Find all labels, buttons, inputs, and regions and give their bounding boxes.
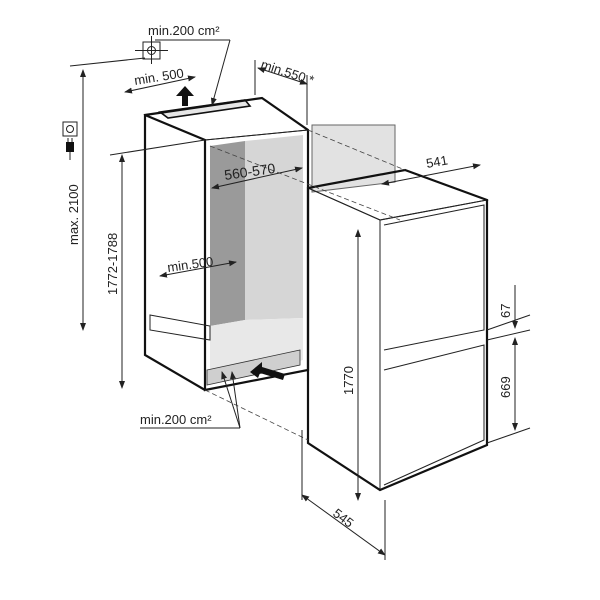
niche-height-label: 1772-1788 <box>105 233 120 295</box>
max-height-label: max. 2100 <box>66 184 81 245</box>
plug-icon <box>66 138 74 160</box>
bottom-depth-label: min.500 <box>166 254 214 275</box>
bottom-vent-label: min.200 cm² <box>140 412 212 427</box>
niche-cabinet <box>143 96 310 392</box>
gap-label: 67 <box>498 304 513 318</box>
airflow-up-arrow-icon <box>176 86 194 106</box>
appliance-height-label: 1770 <box>341 366 356 395</box>
niche-width-label: 560-570 <box>223 160 276 183</box>
airflow-in-arrow-icon <box>250 362 285 380</box>
appliance-depth-label: 545 <box>330 505 356 530</box>
door-clearance-label: min.550 * <box>259 57 316 88</box>
top-vent-label: min.200 cm² <box>148 23 220 38</box>
socket-icon <box>62 121 78 137</box>
lower-door-label: 669 <box>498 376 513 398</box>
door-panel <box>311 124 396 193</box>
appliance-width-label: 541 <box>425 152 449 171</box>
appliance <box>306 168 489 492</box>
ventilation-symbol-icon <box>135 36 168 64</box>
